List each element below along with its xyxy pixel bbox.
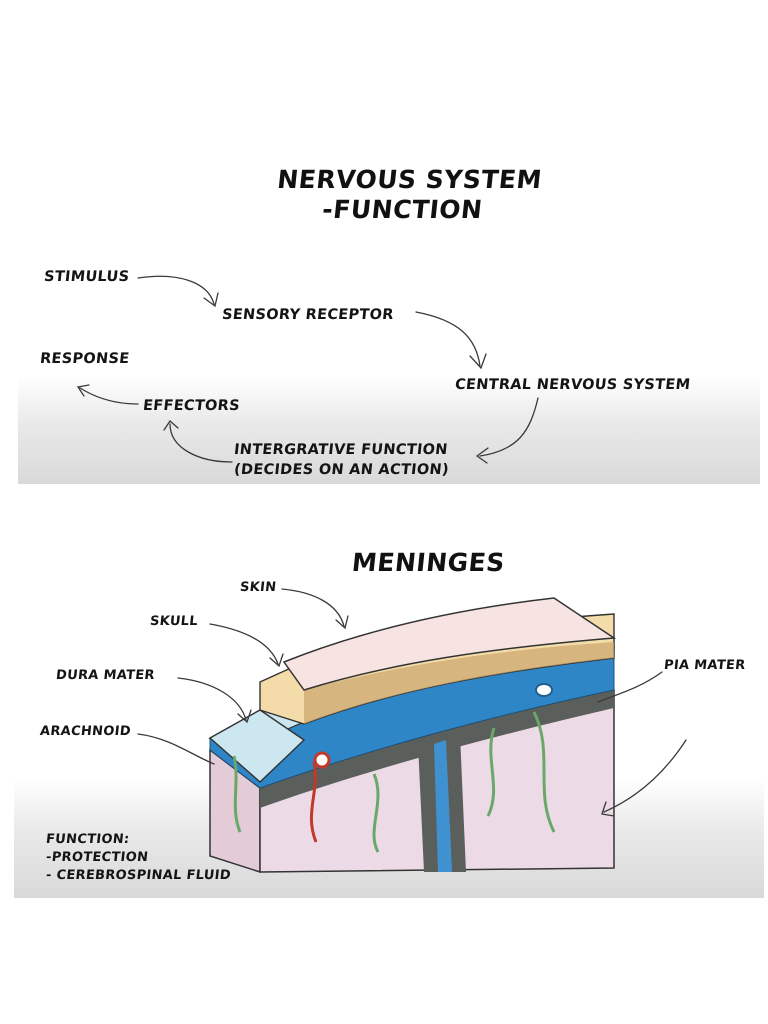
function-item-protection: -PROTECTION (45, 850, 150, 865)
skin-label: SKIN (239, 580, 278, 595)
skull-marrow (304, 642, 614, 724)
arachnoid-label: ARACHNOID (39, 724, 132, 739)
arrow-head (601, 801, 615, 817)
meninges-illustration (137, 588, 687, 874)
arachnoid-leader (137, 733, 215, 765)
gyrus-vessel (372, 773, 380, 853)
gyrus-vessel (532, 711, 556, 833)
title-line-2: -FUNCTION (320, 195, 485, 224)
skin-leader (281, 588, 345, 627)
arrow-head (475, 447, 489, 464)
integrative-function-note: (DECIDES ON AN ACTION) (233, 462, 450, 478)
artery (313, 751, 331, 769)
flow-arrows (76, 275, 539, 464)
dura-mater-label: DURA MATER (55, 668, 156, 683)
arrow-head (335, 615, 349, 630)
arrow-head (76, 384, 90, 397)
brain-leader (603, 739, 687, 813)
title-line-1: NERVOUS SYSTEM (275, 165, 544, 194)
nervous-system-panel: NERVOUS SYSTEM -FUNCTION STIMULUS SENSOR… (18, 132, 760, 484)
gyrus-vessel (232, 755, 242, 833)
pia-leader (597, 671, 663, 703)
meninges-panel: MENINGES SKIN SKULL DURA MATER PIA MATER… (14, 512, 764, 898)
arrow-receptor-to-cns (415, 311, 481, 367)
function-heading: FUNCTION: (45, 832, 131, 847)
arrow-head (269, 653, 284, 668)
leader-lines (137, 588, 687, 817)
arrow-head (163, 420, 179, 431)
pia-mater-label: PIA MATER (663, 658, 747, 673)
response-label: RESPONSE (39, 351, 131, 367)
vein (535, 683, 553, 697)
panel-shade (18, 376, 760, 484)
skull-leader (209, 623, 279, 665)
central-nervous-system-label: CENTRAL NERVOUS SYSTEM (454, 377, 692, 393)
dura-leader (177, 677, 247, 721)
stimulus-label: STIMULUS (43, 269, 131, 285)
effectors-label: EFFECTORS (142, 398, 241, 414)
function-item-csf: - CEREBROSPINAL FLUID (45, 868, 232, 883)
gyrus-vessel (486, 727, 496, 817)
integrative-function-label: INTERGRATIVE FUNCTION (233, 442, 449, 458)
skull-label: SKULL (149, 614, 199, 629)
sensory-receptor-label: SENSORY RECEPTOR (221, 307, 395, 323)
arrow-head (469, 353, 487, 370)
arrow-stimulus-to-receptor (137, 275, 215, 305)
skin-layer (282, 597, 617, 691)
panel-title: NERVOUS SYSTEM -FUNCTION (245, 165, 571, 225)
meninges-title: MENINGES (350, 548, 507, 577)
arrow-head (237, 709, 252, 724)
blood-vessel (309, 761, 318, 843)
arrow-head (203, 292, 219, 308)
arrow-cns-to-integrative (479, 397, 539, 457)
arrow-effectors-to-response (79, 387, 139, 405)
csf-channel (434, 740, 452, 872)
arrow-integrative-to-effectors (169, 423, 233, 463)
